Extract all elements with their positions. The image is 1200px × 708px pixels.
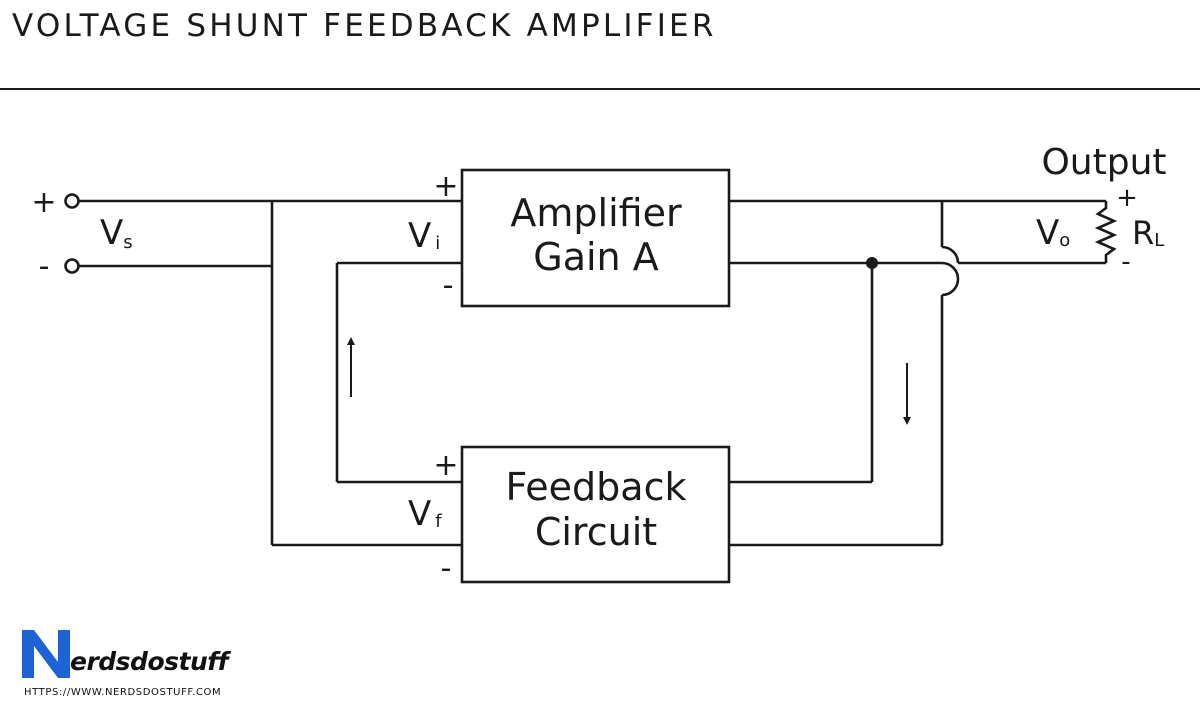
feedback-label-line1: Feedback <box>506 465 687 509</box>
source-plus-terminal <box>64 193 80 209</box>
feedback-block <box>460 445 731 584</box>
source-plus-sign: + <box>31 185 56 220</box>
output-minus-sign: - <box>1121 247 1130 277</box>
brand-name: erdsdostuff <box>70 647 229 676</box>
amplifier-block <box>460 168 731 308</box>
sampling-junction-dot <box>866 257 878 269</box>
page-title: VOLTAGE SHUNT FEEDBACK AMPLIFIER <box>12 8 717 44</box>
output-bottom-wire <box>729 261 960 297</box>
output-voltage-label: Vo <box>1036 213 1070 253</box>
feedback-minus-sign: - <box>441 551 452 586</box>
amplifier-plus-sign: + <box>433 169 458 204</box>
nerdsdostuff-logo-icon <box>22 630 70 678</box>
amplifier-label-line2: Gain A <box>533 235 658 279</box>
source-minus-sign: - <box>39 249 50 284</box>
source-minus-terminal <box>64 258 80 274</box>
feedback-plus-sign: + <box>433 448 458 483</box>
load-resistor-label: RL <box>1132 214 1164 252</box>
crossover-hop <box>941 245 960 264</box>
title-divider <box>0 88 1200 90</box>
load-resistor <box>1094 201 1118 263</box>
amplifier-minus-sign: - <box>443 268 454 303</box>
brand-url: HTTPS://WWW.NERDSDOSTUFF.COM <box>24 687 222 698</box>
feedback-label-line2: Circuit <box>535 510 657 554</box>
source-voltage-label: Vs <box>100 213 133 253</box>
amplifier-label-line1: Amplifier <box>510 191 682 235</box>
output-title: Output <box>1041 142 1166 183</box>
output-plus-sign: + <box>1116 183 1138 213</box>
